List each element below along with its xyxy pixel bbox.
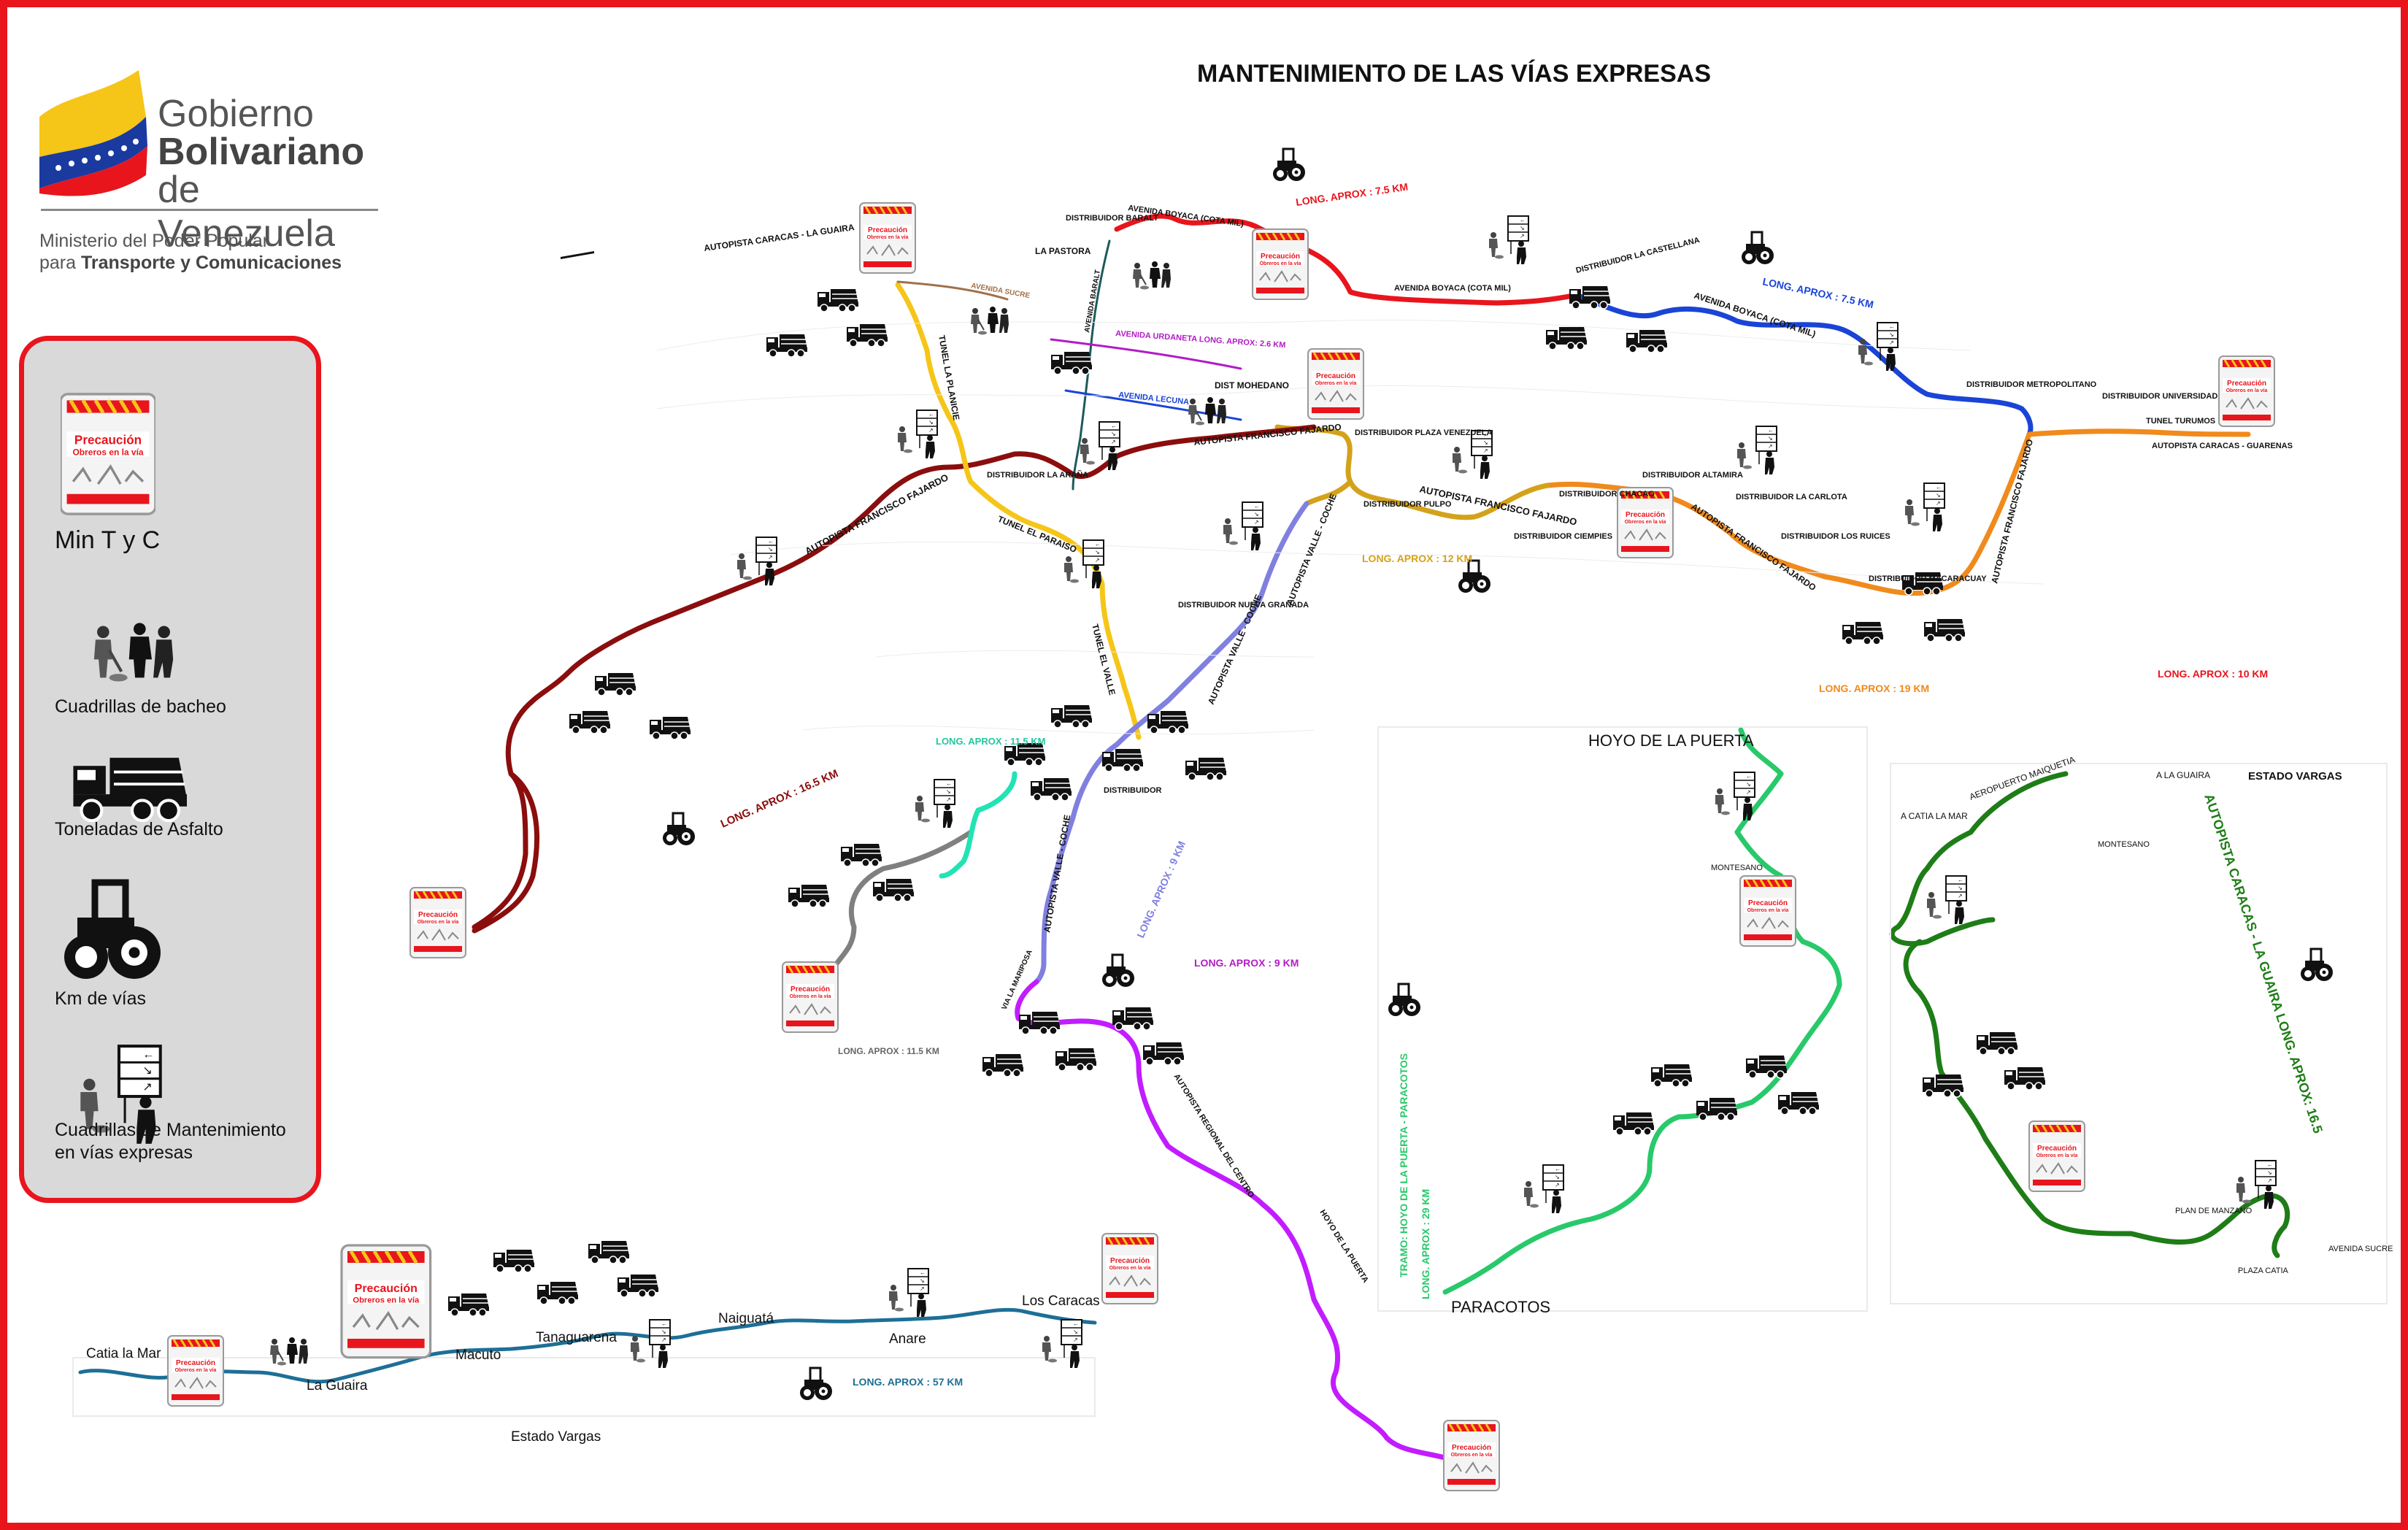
logo-underline [41, 209, 378, 211]
map-label: A LA GUAIRA [2156, 770, 2210, 780]
map-label: LONG. APROX : 57 KM [853, 1376, 963, 1388]
map-label: TRAMO: HOYO DE LA PUERTA - PARACOTOS [1398, 1053, 1409, 1277]
road-valle-coche [1034, 501, 1309, 985]
map-label: DISTRIBUIDOR PLAZA VENEZUELA [1355, 428, 1492, 437]
map-label: DISTRIBUIDOR CHACAO [1559, 490, 1655, 499]
map-label: LONG. APROX : 12 KM [1362, 553, 1472, 564]
map-label: MONTESANO [2098, 840, 2150, 849]
venezuela-flag-icon [39, 70, 147, 196]
map-label: HOYO DE LA PUERTA [1588, 731, 1754, 750]
map-label: LONG. APROX : 29 KM [1420, 1189, 1431, 1299]
map-label: DISTRIBUIDOR CIEMPIES [1514, 532, 1612, 541]
legend-label-mantenimiento: Cuadrillas de Mantenimiento en vías expr… [55, 1120, 286, 1163]
road-gray-branch [829, 829, 974, 974]
map-label: DISTRIBUIDOR NUEVA GRANADA [1178, 601, 1309, 610]
legend-label-bacheo: Cuadrillas de bacheo [55, 696, 226, 717]
map-label: DISTRIBUIDOR PULPO [1363, 500, 1452, 509]
road-vargas-coast [78, 1307, 1097, 1384]
map-label: AUTOPISTA CARACAS - GUARENAS [2152, 442, 2293, 450]
ministry-line-2-bold: Transporte y Comunicaciones [80, 253, 342, 273]
legend-panel: Min T y C Cuadrillas de bacheo Toneladas… [19, 336, 321, 1203]
road-fajardo-center [1274, 424, 1550, 520]
map-label: Tanaguarena [536, 1330, 617, 1345]
map-label: DISTRIBUIDOR MACARACUAY [1869, 574, 1987, 583]
road-avenida-sucre [896, 280, 1009, 301]
map-label: LONG. APROX : 10 KM [2158, 668, 2268, 680]
map-label: DISTRIBUIDOR LOS RUICES [1781, 532, 1890, 541]
map-label: LA PASTORA [1035, 246, 1091, 256]
map-label: Catia la Mar [86, 1346, 161, 1361]
logo-line-venezuela: de Venezuela [158, 169, 335, 255]
map-label: Los Caracas [1022, 1293, 1100, 1309]
map-label: PARACOTOS [1451, 1298, 1550, 1316]
road-roller-icon [62, 874, 172, 983]
map-label: DISTRIBUIDOR LA CARLOTA [1736, 493, 1847, 501]
map-label: Naiguatá [718, 1311, 774, 1326]
ministry-line-2: para Transporte y Comunicaciones [39, 253, 342, 274]
roads [78, 213, 2290, 1463]
map-label: LONG. APROX : 9 KM [1194, 957, 1299, 969]
map-label: DISTRIBUIDOR BARALT [1066, 214, 1158, 223]
map-label: DISTRIBUIDOR [1104, 786, 1162, 795]
road-hoyo-puerta [1442, 727, 1842, 1295]
map-label: Estado Vargas [511, 1429, 601, 1445]
map-label: DIST MOHEDANO [1215, 380, 1289, 391]
map-label: Macuto [455, 1348, 501, 1363]
map-label: TUNEL TURUMOS [2146, 417, 2215, 426]
pothole-crew-icon [53, 617, 214, 690]
map-label: DISTRIBUIDOR ALTAMIRA [1642, 471, 1743, 480]
ministry-line-2-prefix: para [39, 253, 81, 273]
road-teal-branch [939, 771, 1018, 879]
logo-line-gobierno: Gobierno [158, 93, 314, 135]
map-label: LONG. APROX : 11.5 KM [838, 1046, 939, 1056]
road-regional-centro [1015, 979, 1455, 1463]
road-avenida-boyaca-west [1114, 213, 1580, 306]
map-label: MONTESANO [1711, 864, 1763, 872]
map-title: MANTENIMIENTO DE LAS VÍAS EXPRESAS [1197, 60, 1712, 88]
government-logo: Gobierno Bolivariano de Venezuela Minist… [36, 66, 387, 277]
panel-vargas-coast [72, 1357, 1096, 1417]
caution-sign-icon [61, 392, 155, 516]
map-label: ESTADO VARGAS [2248, 770, 2342, 783]
road-caracas-guaira [1889, 771, 2290, 1258]
legend-label-asfalto: Toneladas de Asfalto [55, 819, 223, 839]
road-avenida-baralt [1072, 239, 1111, 491]
map-label: LONG. APROX : 19 KM [1819, 683, 1929, 694]
map-label: DISTRIBUIDOR UNIVERSIDAD [2102, 392, 2217, 401]
panel-hoyo-de-la-puerta [1377, 726, 1868, 1312]
map-label: AVENIDA BOYACA (COTA MIL) [1394, 284, 1511, 293]
road-avenida-urdaneta [1050, 338, 1242, 370]
map-label: AVENIDA SUCRE [2328, 1245, 2393, 1253]
legend-label-min-tyc: Min T y C [55, 526, 161, 554]
legend-label-km: Km de vías [55, 988, 147, 1009]
map-label: DISTRIBUIDOR LA ARAÑA [987, 470, 1088, 480]
map-label: PLAN DE MANZANO [2175, 1207, 2253, 1215]
map-label: DISTRIBUIDOR METROPOLITANO [1966, 380, 2097, 389]
map-label: La Guaira [307, 1378, 368, 1393]
map-label: A CATIA LA MAR [1901, 811, 1968, 821]
map-label: Anare [889, 1331, 926, 1347]
ministry-line-1: Ministerio del Poder Popular [39, 231, 269, 251]
road-avenida-boyaca-east [1574, 292, 2034, 437]
panel-estado-vargas [1890, 763, 2388, 1304]
road-tunel-paraiso [895, 282, 1142, 740]
logo-line-bolivariano: Bolivariano [158, 131, 365, 173]
map-label: PLAZA CATIA [2238, 1266, 2289, 1275]
dump-truck-icon [52, 750, 212, 823]
map-label: LONG. APROX : 11.5 KM [936, 736, 1046, 747]
